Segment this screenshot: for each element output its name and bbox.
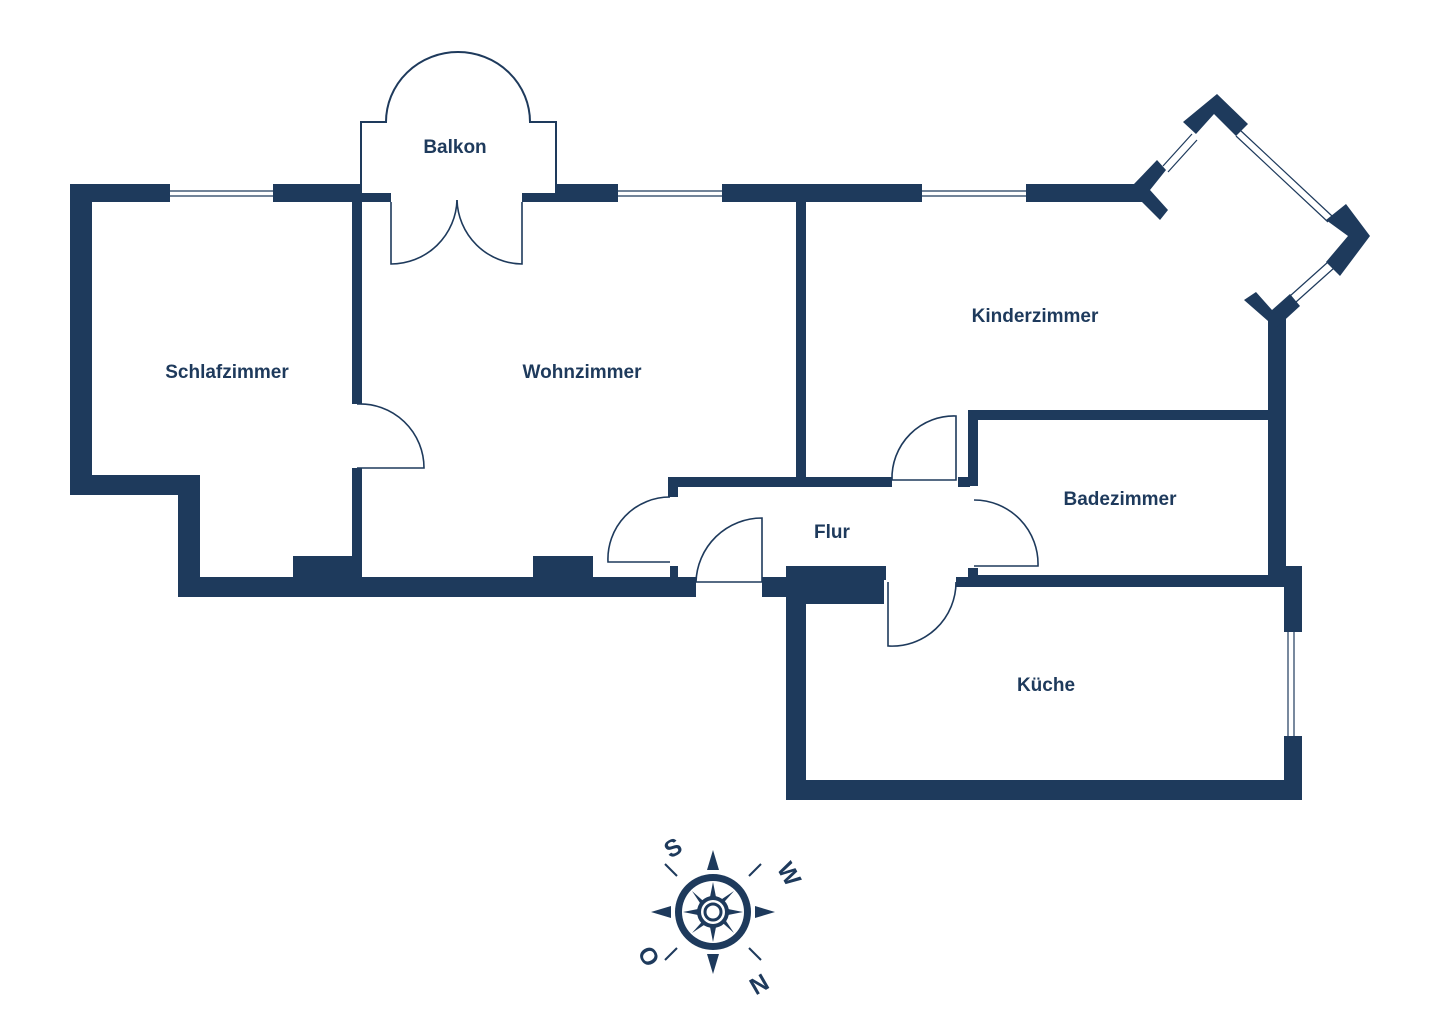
wall-divider-schlaf-wohn-upper bbox=[352, 184, 362, 404]
door-schlaf-wohn bbox=[356, 403, 425, 469]
bay-window-pane-4 bbox=[1235, 135, 1329, 223]
wall-schlafzimmer-left bbox=[70, 184, 92, 495]
wall-divider-wohn-kinder bbox=[796, 200, 806, 478]
wall-top-middle bbox=[722, 184, 922, 202]
bay-window-pane-1 bbox=[1162, 133, 1193, 167]
bay-window bbox=[1134, 94, 1370, 328]
bay-window-pane-3 bbox=[1239, 129, 1333, 217]
label-wohnzimmer: Wohnzimmer bbox=[523, 362, 643, 383]
wall-flur-bottom-stub bbox=[878, 566, 886, 580]
bay-wall-bottom bbox=[1244, 292, 1300, 328]
window-schlafzimmer bbox=[170, 190, 273, 197]
wall-bottom-block-1 bbox=[293, 556, 353, 578]
wall-divider-schlaf-wohn-lower bbox=[352, 468, 362, 578]
label-flur: Flur bbox=[814, 522, 850, 543]
doors bbox=[356, 199, 1039, 647]
label-kueche: Küche bbox=[1017, 675, 1075, 696]
wall-kueche-top-block bbox=[786, 566, 884, 604]
wall-kueche-right-upper bbox=[1284, 566, 1302, 632]
compass-letter-w: W bbox=[771, 858, 806, 891]
wall-bottom-block-2 bbox=[533, 556, 593, 578]
wall-flur-top-right bbox=[958, 477, 970, 487]
wall-bottom-left bbox=[178, 577, 696, 597]
wall-flur-bottom-right bbox=[956, 577, 1286, 587]
compass-letter-n: N bbox=[744, 968, 773, 1000]
wall-bad-left-upper bbox=[968, 410, 978, 486]
door-entrance bbox=[695, 517, 763, 583]
door-flur-kinder bbox=[891, 415, 957, 481]
bay-window-pane-5 bbox=[1295, 267, 1335, 303]
balcony-outline bbox=[360, 51, 557, 193]
bay-window-pane-2 bbox=[1167, 139, 1198, 173]
wall-flur-top bbox=[668, 477, 892, 487]
compass-letter-o: O bbox=[633, 941, 666, 971]
wall-bad-top bbox=[968, 410, 1270, 420]
window-kinderzimmer bbox=[922, 190, 1026, 197]
wall-top-right bbox=[1026, 184, 1144, 202]
window-wohnzimmer bbox=[618, 190, 722, 197]
bay-wall-right bbox=[1326, 204, 1370, 276]
window-kueche bbox=[1287, 632, 1295, 736]
wall-wohnzimmer-top-c bbox=[556, 184, 618, 202]
wall-kueche-bottom bbox=[786, 780, 1302, 800]
wall-schlafzimmer-top-right bbox=[273, 184, 361, 202]
wall-wohnzimmer-top-b bbox=[522, 193, 558, 202]
walls bbox=[70, 184, 1302, 800]
wall-wohnzimmer-top-a bbox=[361, 193, 391, 202]
bay-wall-left bbox=[1134, 160, 1168, 220]
door-balkon-left bbox=[390, 199, 458, 265]
door-flur-bad bbox=[973, 499, 1039, 567]
compass-spikes bbox=[651, 850, 775, 974]
label-schlafzimmer: Schlafzimmer bbox=[165, 362, 289, 383]
door-flur-kueche bbox=[887, 581, 957, 647]
compass-center bbox=[703, 902, 723, 922]
compass-rose: S W N O bbox=[633, 833, 806, 1000]
windows bbox=[170, 190, 1295, 736]
bay-window-pane-6 bbox=[1289, 261, 1329, 297]
label-balkon: Balkon bbox=[423, 137, 486, 158]
wall-right-kinder-bad bbox=[1268, 318, 1286, 584]
balcony bbox=[360, 51, 557, 193]
door-flur-wohn bbox=[607, 496, 671, 563]
wall-flur-bottom-left bbox=[762, 577, 792, 597]
bay-wall-top bbox=[1183, 94, 1248, 136]
room-labels: Balkon Schlafzimmer Wohnzimmer Kinderzim… bbox=[165, 137, 1177, 696]
wall-schlafzimmer-top-left bbox=[70, 184, 170, 202]
wall-flur-left-stub bbox=[668, 477, 678, 497]
wall-kueche-right-lower bbox=[1284, 736, 1302, 800]
wall-step-vertical bbox=[178, 475, 200, 597]
wall-kueche-left bbox=[786, 566, 806, 800]
label-badezimmer: Badezimmer bbox=[1064, 489, 1178, 510]
compass-letter-s: S bbox=[660, 833, 687, 864]
label-kinderzimmer: Kinderzimmer bbox=[972, 306, 1099, 327]
door-balkon-right bbox=[456, 199, 523, 265]
wall-flur-bottom-stub2 bbox=[670, 566, 678, 580]
wall-step-horizontal bbox=[70, 475, 200, 495]
